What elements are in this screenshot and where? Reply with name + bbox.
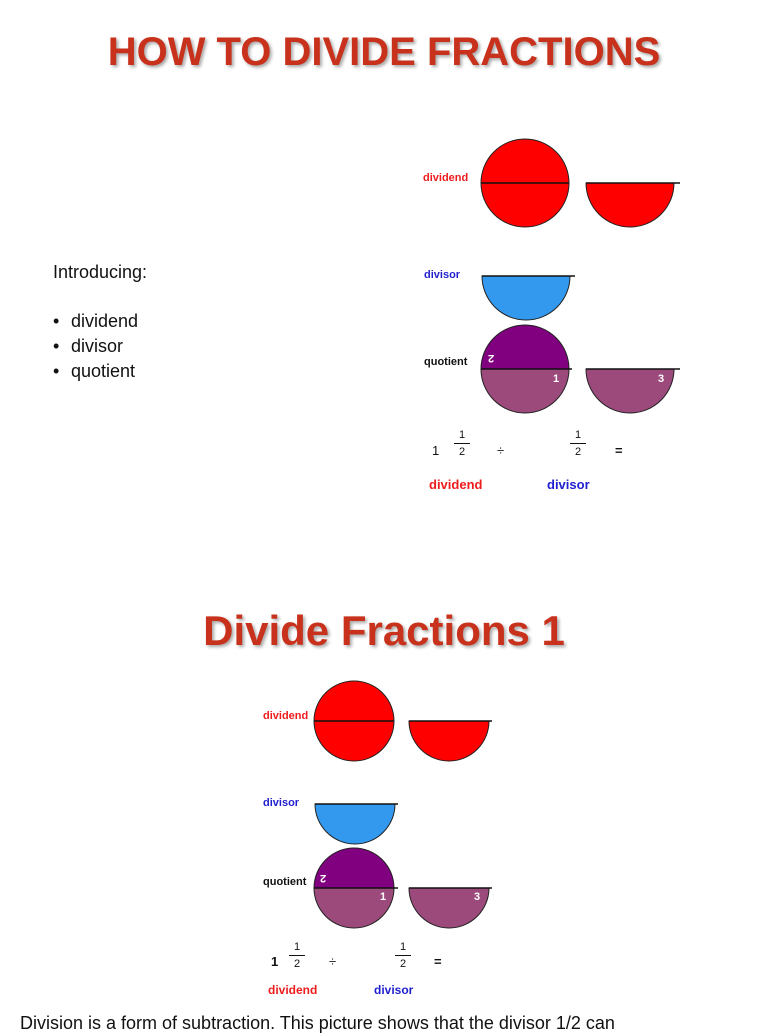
dividend-half-circle xyxy=(585,182,675,228)
intro-item-dividend: dividend xyxy=(53,309,147,334)
dividend-half-circle-2 xyxy=(408,720,490,762)
quotient-label-2: quotient xyxy=(263,876,307,888)
quotient-lower-half-2 xyxy=(313,887,395,929)
intro-item-quotient: quotient xyxy=(53,359,147,384)
slide2-title: Divide Fractions 1 xyxy=(203,607,565,654)
intro-heading: Introducing: xyxy=(53,262,148,282)
quotient-upper-half-2 xyxy=(313,847,395,889)
dividend-denominator-2: 2 xyxy=(293,958,301,970)
dividend-numerator-2: 1 xyxy=(289,941,305,956)
equation-equals: = xyxy=(615,443,623,458)
intro-item-divisor: divisor xyxy=(53,334,147,359)
dividend-denominator: 2 xyxy=(458,446,466,458)
divisor-denominator: 2 xyxy=(574,446,582,458)
equation-dividend-label: dividend xyxy=(429,477,483,492)
equation-dividend-fraction-2: 1 2 xyxy=(289,941,305,970)
equation-dividend-label-2: dividend xyxy=(268,983,318,997)
equation-dividend-fraction: 1 2 xyxy=(454,429,470,458)
intro-list: Introducing: dividend divisor quotient xyxy=(53,262,147,384)
quotient-upper-half xyxy=(480,324,570,370)
equation-operator: ÷ xyxy=(497,443,505,458)
quotient-mark-lower-right: 3 xyxy=(658,373,665,385)
divisor-label-2: divisor xyxy=(263,797,300,809)
quotient-mark-upper-2: 2 xyxy=(320,872,327,884)
divisor-half-circle-2 xyxy=(314,803,396,845)
quotient-right-half xyxy=(585,368,675,414)
quotient-mark-lower-left-2: 1 xyxy=(380,891,387,903)
divisor-label: divisor xyxy=(424,269,461,281)
divisor-half-circle xyxy=(481,275,571,321)
quotient-label: quotient xyxy=(424,356,468,368)
equation-divisor-label-2: divisor xyxy=(374,983,414,997)
quotient-mark-lower-left: 1 xyxy=(553,373,560,385)
equation-whole-2: 1 xyxy=(271,954,279,969)
equation-divisor-label: divisor xyxy=(547,477,590,492)
equation-whole: 1 xyxy=(432,443,440,458)
slide1-title: HOW TO DIVIDE FRACTIONS xyxy=(107,30,661,74)
divisor-denominator-2: 2 xyxy=(399,958,407,970)
quotient-right-half-2 xyxy=(408,887,490,929)
equation-divisor-fraction-2: 1 2 xyxy=(395,941,411,970)
equation-operator-2: ÷ xyxy=(329,954,337,969)
dividend-label: dividend xyxy=(423,172,469,184)
dividend-label-2: dividend xyxy=(263,710,309,722)
quotient-mark-lower-right-2: 3 xyxy=(474,891,481,903)
dividend-numerator: 1 xyxy=(454,429,470,444)
quotient-lower-half xyxy=(480,368,570,414)
divisor-numerator-2: 1 xyxy=(395,941,411,956)
equation-divisor-fraction: 1 2 xyxy=(570,429,586,458)
equation-equals-2: = xyxy=(434,954,442,969)
divisor-numerator: 1 xyxy=(570,429,586,444)
